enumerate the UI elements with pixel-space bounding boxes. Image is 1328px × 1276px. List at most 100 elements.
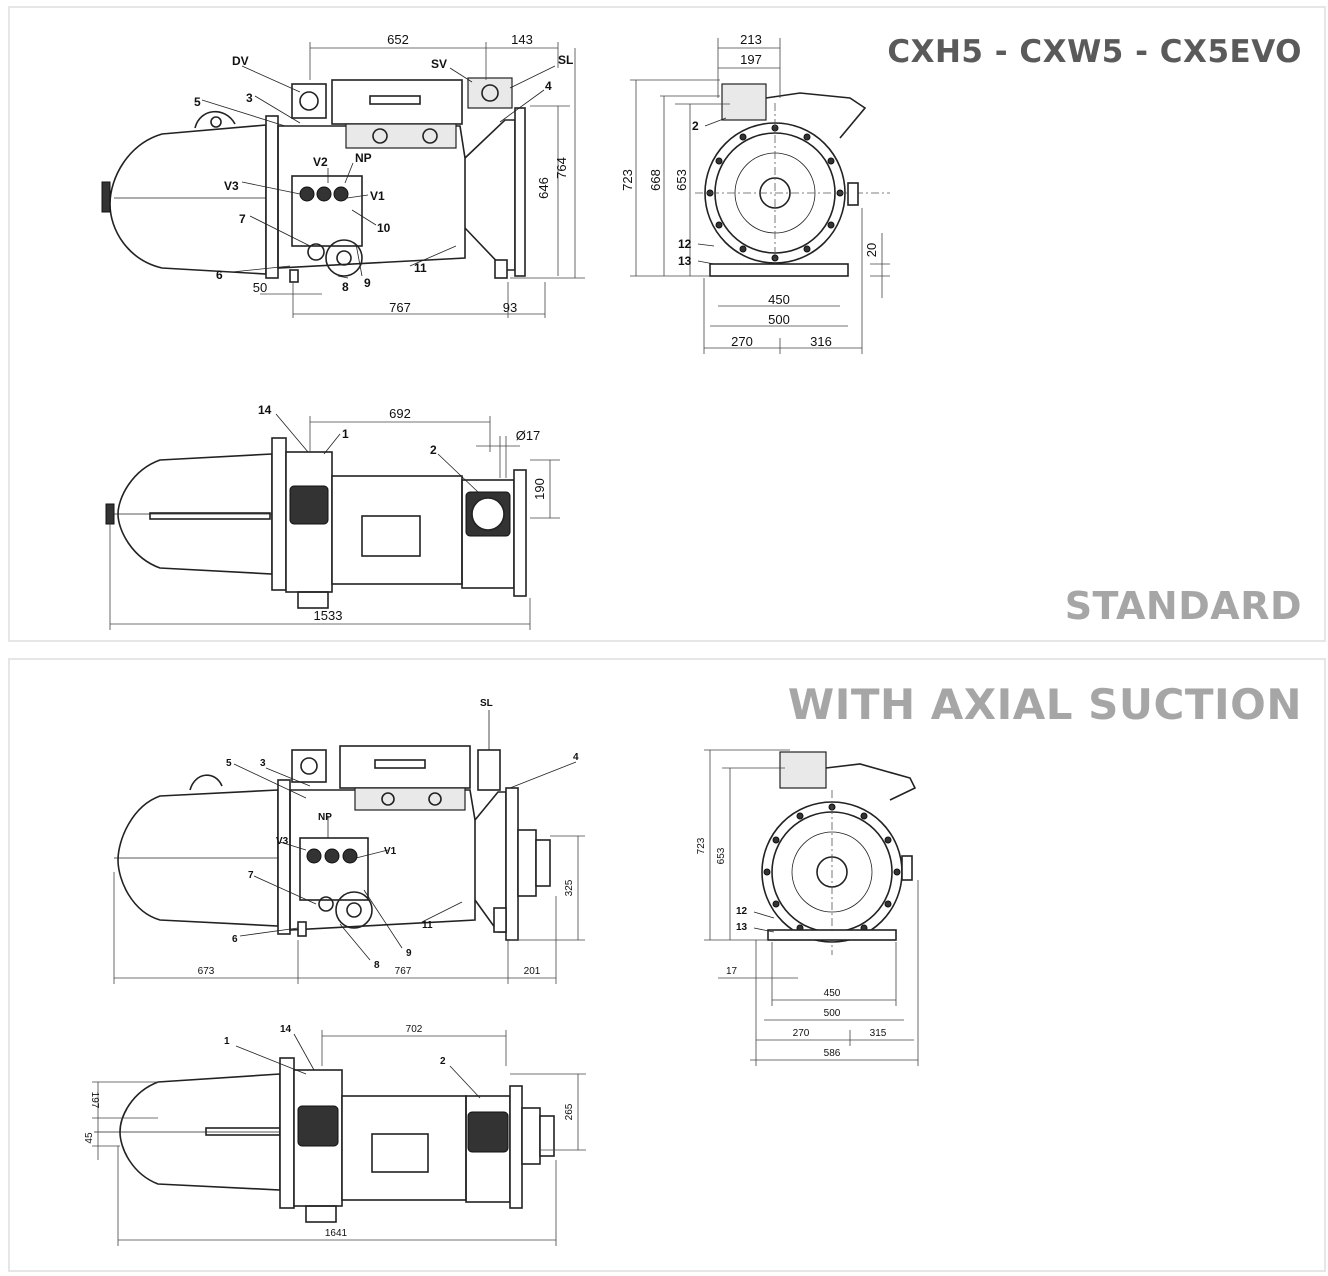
- terminal-box-plate: [369, 95, 421, 105]
- std-top-label-14: 14: [258, 403, 272, 417]
- ax-end-dim-450: 450: [824, 988, 841, 999]
- ax-top-valve: [297, 1105, 339, 1147]
- ax-sight-glass: [318, 896, 334, 912]
- ax-side-label-11: 11: [422, 920, 433, 931]
- ax-end-label-13: 13: [736, 922, 748, 933]
- std-end-dim-213: 213: [740, 32, 762, 47]
- standard-top-view: 692 Ø17 190 1533 14 1 2: [105, 403, 560, 630]
- ax-end-label-12: 12: [736, 906, 748, 917]
- std-end-dim-653: 653: [674, 169, 689, 191]
- ax-side-dim-673: 673: [198, 966, 215, 977]
- suction-valve-body: [481, 84, 499, 102]
- terminal-box: [331, 79, 463, 125]
- std-side-label-v2: V2: [313, 155, 328, 169]
- std-side-label-4: 4: [545, 79, 552, 93]
- control-module-gland: [372, 128, 388, 144]
- std-end-label-12: 12: [678, 237, 692, 251]
- ax-side-label-6: 6: [232, 934, 238, 945]
- discharge-valve-body: [299, 91, 319, 111]
- ax-discharge-valve: [291, 749, 327, 783]
- std-side-label-np: NP: [355, 151, 372, 165]
- ax-end-suction-pipe: [825, 763, 917, 801]
- top-end-flange: [513, 469, 527, 597]
- ax-valve-v2: [324, 848, 340, 864]
- end-side-boss: [847, 182, 859, 206]
- std-side-label-7: 7: [239, 212, 246, 226]
- std-side-dim-764: 764: [554, 157, 569, 179]
- oil-pump-cover: [325, 239, 363, 277]
- ax-end-dim-270: 270: [793, 1028, 810, 1039]
- foot-left: [289, 269, 299, 283]
- ax-end-discharge-valve: [779, 751, 827, 789]
- ax-end-dim-723: 723: [696, 837, 707, 854]
- ax-gland: [381, 792, 395, 806]
- ax-top-gland: [305, 1205, 337, 1223]
- model-title: CXH5 - CXW5 - CX5EVO: [887, 34, 1302, 70]
- ax-terminal-box: [339, 745, 471, 789]
- std-side-label-11: 11: [414, 261, 427, 275]
- standard-heading: STANDARD: [1064, 584, 1302, 628]
- ax-end-dim-653: 653: [716, 847, 727, 864]
- standard-end-view: 213 197 723 668 653 20 450 500 270 316 2…: [620, 32, 890, 354]
- ax-top-flange: [279, 1057, 295, 1209]
- ax-axial-suction-nozzle: [535, 839, 551, 887]
- top-terminal-box: [331, 475, 463, 585]
- std-side-label-9: 9: [364, 276, 371, 290]
- valve-v2: [316, 186, 332, 202]
- valve-v1: [333, 186, 349, 202]
- ax-terminal-plate: [374, 759, 426, 769]
- discharge-flange: [514, 107, 526, 277]
- top-motor-end: [105, 503, 115, 525]
- top-terminal-plate: [361, 515, 421, 557]
- ax-motor-housing: [117, 789, 279, 927]
- ax-foot-left: [297, 921, 307, 937]
- ax-side-label-np: NP: [318, 812, 332, 823]
- compressor-discharge-housing: [464, 119, 516, 271]
- ax-side-label-v1: V1: [384, 846, 397, 857]
- ax-top-label-2: 2: [440, 1056, 446, 1067]
- ax-top-axial-stub: [521, 1107, 541, 1165]
- ax-top-axial-nozzle: [539, 1115, 555, 1157]
- ax-sl-connection: [477, 749, 501, 791]
- ax-top-dim-1641: 1641: [325, 1228, 348, 1239]
- std-top-label-1: 1: [342, 427, 349, 441]
- ax-gland: [428, 792, 442, 806]
- std-side-dim-50: 50: [253, 280, 267, 295]
- control-module: [345, 123, 457, 149]
- std-top-label-2: 2: [430, 443, 437, 457]
- ax-top-dim-197: 197: [89, 1092, 100, 1109]
- end-base-plate: [709, 263, 849, 277]
- ax-top-label-14: 14: [280, 1024, 292, 1035]
- top-valve: [289, 485, 329, 525]
- ax-top-dim-45: 45: [84, 1132, 95, 1144]
- std-end-dim-450: 450: [768, 292, 790, 307]
- ax-end-base-plate: [767, 929, 897, 941]
- ax-side-label-sl: SL: [480, 698, 493, 709]
- std-side-label-5: 5: [194, 95, 201, 109]
- oil-pump-hub: [336, 250, 352, 266]
- top-motor-rib: [149, 512, 271, 520]
- ax-top-dim-702: 702: [406, 1024, 423, 1035]
- ax-top-terminal-box: [341, 1095, 467, 1201]
- std-top-dim-1533: 1533: [314, 608, 343, 623]
- std-end-dim-20: 20: [864, 243, 879, 257]
- axial-drawings: 325 673 767 201 SL 3 4 5 NP V3 V1 7 6: [84, 698, 919, 1246]
- ax-side-dim-201: 201: [524, 966, 541, 977]
- foot-right: [494, 259, 508, 279]
- std-side-label-sv: SV: [431, 57, 447, 71]
- ax-side-label-7: 7: [248, 870, 254, 881]
- top-gland: [297, 591, 329, 609]
- motor-housing: [109, 124, 267, 275]
- ax-end-side-boss: [901, 855, 913, 881]
- panel-standard: CXH5 - CXW5 - CX5EVO STANDARD: [8, 6, 1326, 642]
- axial-heading: WITH AXIAL SUCTION: [787, 680, 1302, 729]
- motor-end-plate: [101, 181, 111, 213]
- ax-end-dim-315: 315: [870, 1028, 887, 1039]
- ax-side-dim-325: 325: [564, 879, 575, 896]
- ax-valve-v1: [342, 848, 358, 864]
- ax-oil-pump-cover: [335, 891, 373, 929]
- ax-top-end-flange: [509, 1085, 523, 1209]
- axial-side-view: 325 673 767 201 SL 3 4 5 NP V3 V1 7 6: [113, 698, 585, 984]
- ax-side-label-5: 5: [226, 758, 232, 769]
- std-top-dim-phi17: Ø17: [516, 428, 541, 443]
